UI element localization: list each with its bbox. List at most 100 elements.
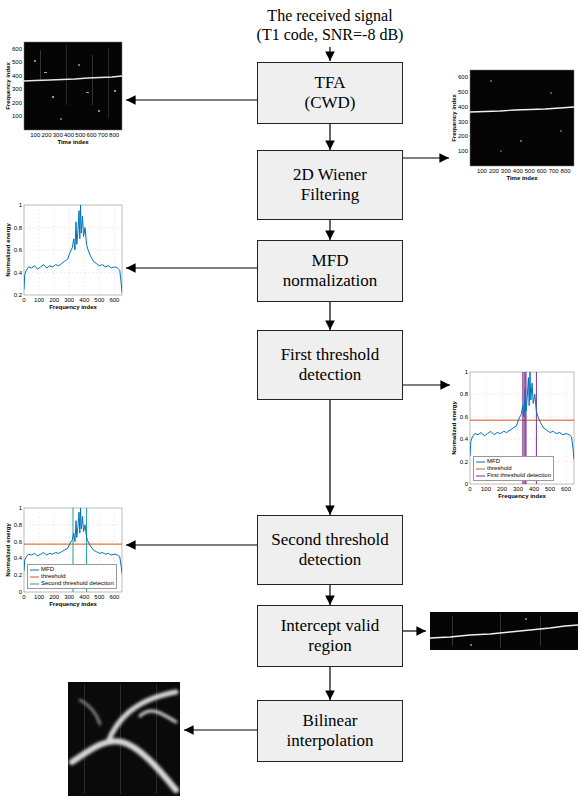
side-arrow <box>403 630 426 631</box>
tick-label: 100 <box>481 486 491 493</box>
box-label: Intercept valid region <box>268 616 392 656</box>
legend-label: MFD <box>487 458 500 465</box>
tick-label: 0.6 <box>14 247 22 254</box>
axis-label: Frequency index <box>49 601 97 608</box>
tick-label: 0 <box>465 481 468 488</box>
tick-label: 500 <box>545 486 555 493</box>
legend-line <box>476 460 485 464</box>
tf-image <box>470 70 574 166</box>
side-arrow <box>403 157 449 158</box>
tick-label: 100 <box>34 297 44 304</box>
tick-label: 0.4 <box>14 555 22 562</box>
tick-label: 500 <box>458 89 468 96</box>
tick-label: 0.4 <box>14 269 22 276</box>
tf-image <box>24 42 122 130</box>
tick-label: 100 <box>477 168 487 175</box>
tick-label: 0.8 <box>14 224 22 231</box>
tick-label: 200 <box>49 297 59 304</box>
tick-label: 0 <box>22 297 25 304</box>
tick-label: 700 <box>549 168 559 175</box>
tick-label: 400 <box>513 168 523 175</box>
tick-label: 0 <box>19 589 22 596</box>
legend-line <box>476 474 485 478</box>
legend-line <box>476 467 485 471</box>
process-box: Intercept valid region <box>257 605 403 667</box>
tick-label: 300 <box>458 118 468 125</box>
side-arrow <box>184 729 257 730</box>
axis-label: Normalized energy <box>451 401 458 455</box>
tick-label: 200 <box>489 168 499 175</box>
tick-label: 300 <box>12 86 22 93</box>
tick-label: 1 <box>465 369 468 376</box>
tick-label: 500 <box>94 297 104 304</box>
tick-label: 200 <box>12 99 22 106</box>
flow-arrow <box>329 302 330 330</box>
tick-label: 600 <box>458 74 468 81</box>
tick-label: 200 <box>42 132 52 139</box>
tick-label: 600 <box>561 486 571 493</box>
tick-label: 300 <box>513 486 523 493</box>
side-arrow <box>403 384 450 385</box>
legend-label: MFD <box>41 566 54 573</box>
tick-label: 600 <box>12 45 22 52</box>
tick-label: 600 <box>109 297 119 304</box>
flow-arrow <box>329 585 330 605</box>
region-image <box>430 612 578 650</box>
legend-label: Second threshold detection <box>41 580 114 587</box>
legend-row: Second threshold detection <box>30 580 114 587</box>
flow-arrow <box>329 220 330 240</box>
axis-label: Frequency index <box>451 94 458 142</box>
box-label: First threshold detection <box>268 345 392 385</box>
tick-label: 0 <box>22 594 25 601</box>
flow-arrow <box>329 400 330 515</box>
tick-label: 200 <box>497 486 507 493</box>
legend-row: MFD <box>476 458 551 465</box>
legend-label: threshold <box>487 465 512 472</box>
plot-legend: MFDthresholdSecond threshold detection <box>27 564 117 589</box>
process-box: TFA (CWD) <box>257 62 403 124</box>
axis-label: Frequency index <box>498 493 546 500</box>
legend-line <box>30 568 39 572</box>
tick-label: 1 <box>19 505 22 512</box>
legend-row: threshold <box>476 465 551 472</box>
tick-label: 300 <box>501 168 511 175</box>
tick-label: 300 <box>64 297 74 304</box>
flow-arrow <box>329 667 330 700</box>
tick-label: 0.8 <box>14 521 22 528</box>
mfd-plot <box>24 205 122 318</box>
legend-label: First threshold detection <box>487 472 551 479</box>
process-box: Second threshold detection <box>257 515 403 585</box>
box-label: Second threshold detection <box>268 530 392 570</box>
tick-label: 0.6 <box>14 538 22 545</box>
process-box: Bilinear interpolation <box>257 700 403 762</box>
axis-label: Frequency index <box>49 304 97 311</box>
tick-label: 600 <box>109 594 119 601</box>
legend-row: threshold <box>30 573 114 580</box>
tick-label: 100 <box>458 148 468 155</box>
tick-label: 400 <box>64 132 74 139</box>
legend-row: First threshold detection <box>476 472 551 479</box>
tick-label: 200 <box>458 133 468 140</box>
tick-label: 300 <box>64 594 74 601</box>
interpolated-image <box>68 682 180 796</box>
axis-label: Normalized energy <box>5 223 12 277</box>
tick-label: 700 <box>98 132 108 139</box>
process-box: 2D Wiener Filtering <box>257 150 403 220</box>
tick-label: 100 <box>30 132 40 139</box>
tick-label: 0.4 <box>460 436 468 443</box>
axis-label: Time index <box>57 139 88 146</box>
box-label: TFA (CWD) <box>300 73 360 113</box>
tick-label: 500 <box>94 594 104 601</box>
tick-label: 0.8 <box>460 391 468 398</box>
axis-label: Frequency index <box>5 62 12 110</box>
axis-label: Normalized energy <box>5 523 12 577</box>
side-arrow <box>126 99 257 100</box>
tick-label: 600 <box>87 132 97 139</box>
box-label: MFD normalization <box>268 251 392 291</box>
tick-label: 800 <box>561 168 571 175</box>
plot-legend: MFDthresholdFirst threshold detection <box>473 456 554 481</box>
box-label: Bilinear interpolation <box>268 711 392 751</box>
tick-label: 400 <box>529 486 539 493</box>
process-box: MFD normalization <box>257 240 403 302</box>
tick-label: 1 <box>19 202 22 209</box>
